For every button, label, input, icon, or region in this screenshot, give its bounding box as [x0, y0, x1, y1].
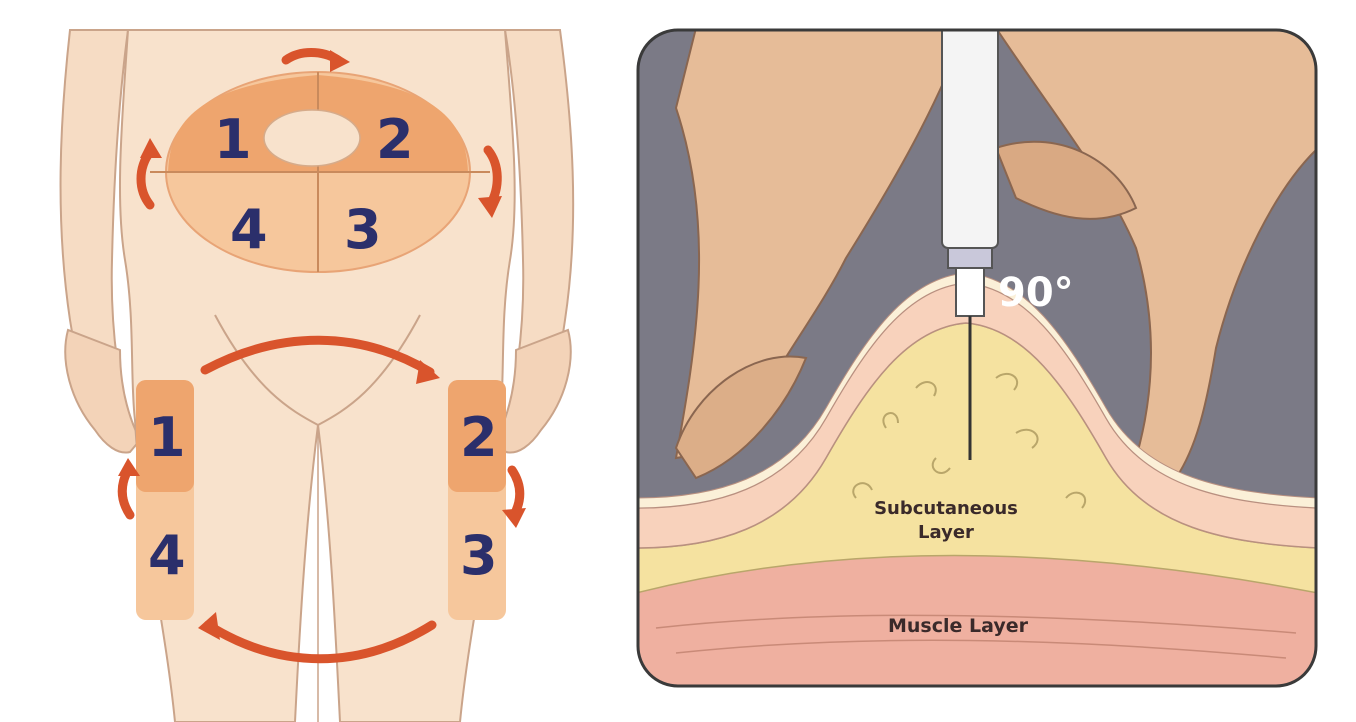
muscle-label: Muscle Layer: [888, 615, 1029, 637]
right-knuckle: [994, 140, 1138, 220]
right-hand: [64, 328, 142, 454]
left-hand: [494, 328, 572, 454]
abdomen-zone-2: 2: [376, 108, 414, 171]
abdomen-zone-1: 1: [214, 108, 252, 171]
left-thigh-zone-1: 1: [148, 406, 186, 469]
abdomen-zone-4: 4: [230, 198, 268, 261]
arrowhead-bottom: [198, 612, 220, 640]
arrowhead-right-thigh: [502, 508, 526, 528]
right-thigh-zone-3: 3: [460, 524, 498, 587]
right-thigh-zone-upper: [448, 380, 506, 492]
arrowhead-right: [478, 196, 502, 218]
injection-angle-diagram: 90° Subcutaneous Layer Muscle Layer: [636, 28, 1318, 688]
injector-pen-body: [941, 30, 999, 249]
arrowhead-left-thigh: [118, 458, 140, 476]
rotation-arrow-groin: [200, 335, 435, 377]
injector-pen-collar: [947, 247, 993, 269]
frame-border: [636, 28, 1318, 688]
left-thigh-zone-4: 4: [148, 524, 186, 587]
subcutaneous-label-line2: Layer: [918, 522, 974, 543]
subcutaneous-label-line1: Subcutaneous: [874, 498, 1018, 519]
right-thigh-zone-2: 2: [460, 406, 498, 469]
epidermis: [638, 272, 1316, 509]
rotation-arrow-left-thigh: [117, 465, 135, 520]
arrowhead-groin: [416, 360, 440, 384]
left-thigh-zone-upper: [136, 380, 194, 492]
arrowhead-top: [330, 50, 350, 72]
injection-site-rotation-diagram: 1 2 4 3 1 4 2 3: [0, 0, 620, 722]
abdomen-zone-3: 3: [344, 198, 382, 261]
skin-cross-section: 90° Subcutaneous Layer Muscle Layer: [636, 28, 1318, 688]
angle-label: 90°: [998, 270, 1074, 316]
navel: [263, 109, 361, 167]
arrowhead-left: [140, 138, 162, 158]
body-illustration: 1 2 4 3 1 4 2 3: [59, 29, 575, 722]
injector-pen-tip: [955, 267, 985, 317]
rotation-arrow-right-thigh: [507, 465, 525, 520]
rotation-arrow-bottom: [203, 620, 437, 664]
thumb-left: [674, 355, 808, 480]
